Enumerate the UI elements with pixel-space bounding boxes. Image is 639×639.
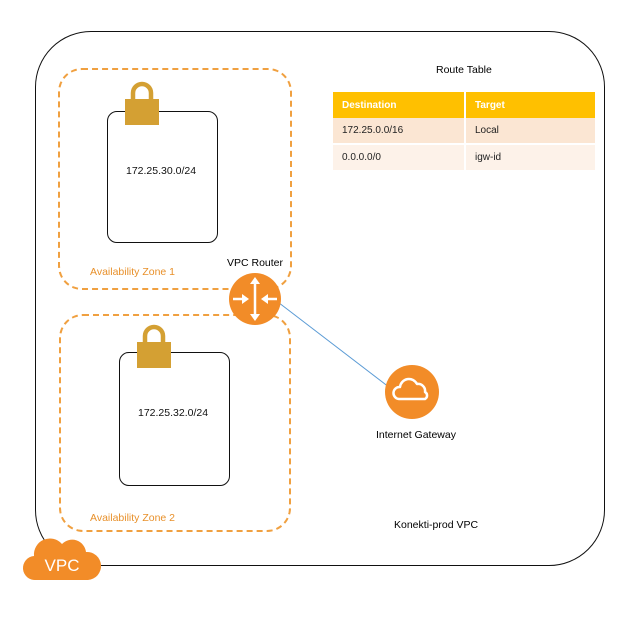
availability-zone-1-label: Availability Zone 1 — [90, 266, 176, 278]
vpc-badge-label: VPC — [45, 556, 80, 575]
lock-icon — [137, 324, 171, 368]
cloud-icon — [385, 365, 439, 419]
route-destination: 172.25.0.0/16 — [333, 118, 466, 145]
route-table-title: Route Table — [436, 64, 492, 76]
route-table-header-destination: Destination — [333, 92, 466, 118]
subnet-1-cidr: 172.25.30.0/24 — [126, 165, 197, 177]
route-table-header-target: Target — [465, 92, 595, 118]
router-label: VPC Router — [227, 257, 284, 269]
gateway-label: Internet Gateway — [376, 429, 456, 441]
subnet-1: 172.25.30.0/24 — [107, 111, 218, 243]
route-table: Destination Target 172.25.0.0/16 Local 0… — [333, 92, 595, 172]
table-row: 0.0.0.0/0 igw-id — [333, 144, 595, 172]
lock-icon — [125, 81, 159, 125]
route-destination: 0.0.0.0/0 — [333, 144, 466, 172]
availability-zone-2-label: Availability Zone 2 — [90, 512, 176, 524]
route-target: igw-id — [465, 144, 595, 172]
table-row: 172.25.0.0/16 Local — [333, 118, 595, 145]
route-target: Local — [465, 118, 595, 145]
vpc-name: Konekti-prod VPC — [394, 519, 479, 531]
vpc-boundary — [35, 31, 605, 566]
availability-zone-1 — [58, 68, 292, 290]
subnet-2-cidr: 172.25.32.0/24 — [138, 407, 209, 419]
subnet-2: 172.25.32.0/24 — [119, 352, 230, 486]
availability-zone-2 — [59, 314, 291, 532]
router-icon — [229, 273, 281, 325]
vpc-cloud-icon: VPC — [22, 538, 102, 581]
